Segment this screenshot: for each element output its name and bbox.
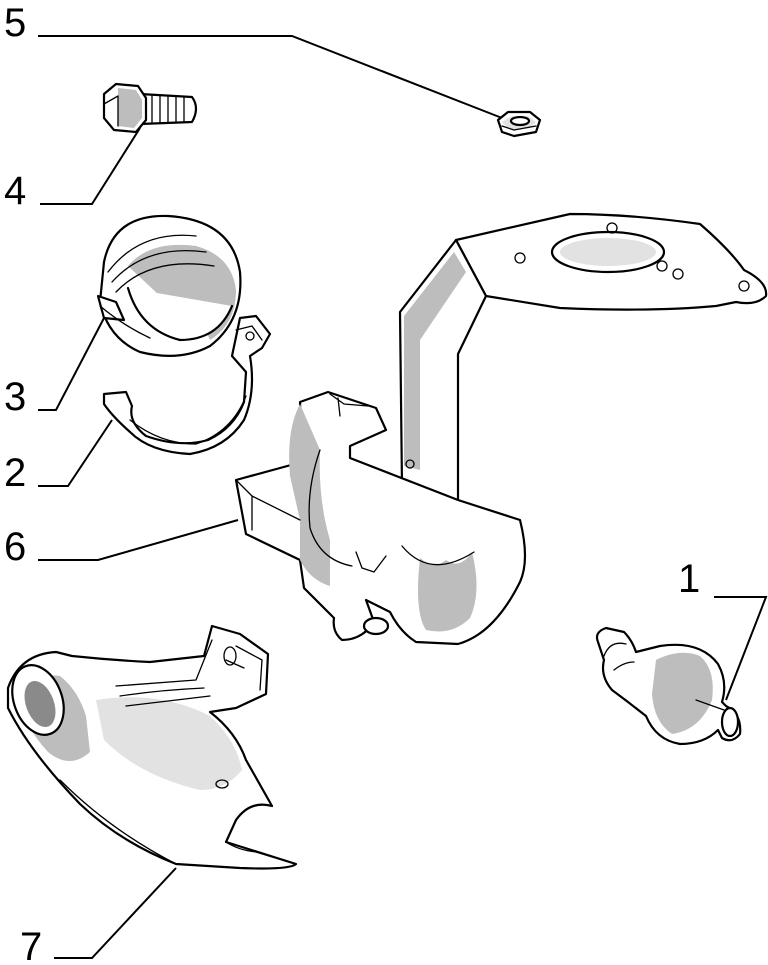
leader-line-6 bbox=[38, 519, 239, 561]
callout-label-6: 6 bbox=[4, 525, 26, 569]
callout-4: 4 bbox=[4, 127, 141, 213]
callout-label-2: 2 bbox=[4, 451, 26, 495]
callout-label-5: 5 bbox=[4, 1, 26, 45]
leader-line-1 bbox=[714, 596, 768, 701]
ring-collar-part bbox=[96, 214, 242, 357]
leader-line-4 bbox=[40, 127, 141, 205]
callout-label-7: 7 bbox=[20, 925, 42, 965]
callout-6: 6 bbox=[4, 519, 239, 569]
clamp-part bbox=[102, 314, 272, 456]
bolt-part bbox=[102, 82, 198, 134]
cover-shroud-part bbox=[6, 624, 298, 870]
callout-label-3: 3 bbox=[4, 375, 26, 419]
callout-3: 3 bbox=[4, 317, 105, 419]
leader-line-3 bbox=[38, 317, 105, 411]
leader-line-2 bbox=[38, 419, 113, 487]
callout-2: 2 bbox=[4, 419, 113, 495]
leader-line-5 bbox=[38, 35, 503, 119]
nut-part bbox=[496, 110, 542, 138]
callout-label-1: 1 bbox=[678, 557, 700, 601]
bracket-housing-part bbox=[234, 212, 768, 646]
callout-5: 5 bbox=[4, 1, 503, 119]
pin-stud-part bbox=[595, 626, 742, 746]
callout-1: 1 bbox=[678, 557, 768, 701]
callout-label-4: 4 bbox=[4, 169, 26, 213]
leader-line-7 bbox=[54, 867, 177, 959]
callout-7: 7 bbox=[20, 867, 177, 965]
